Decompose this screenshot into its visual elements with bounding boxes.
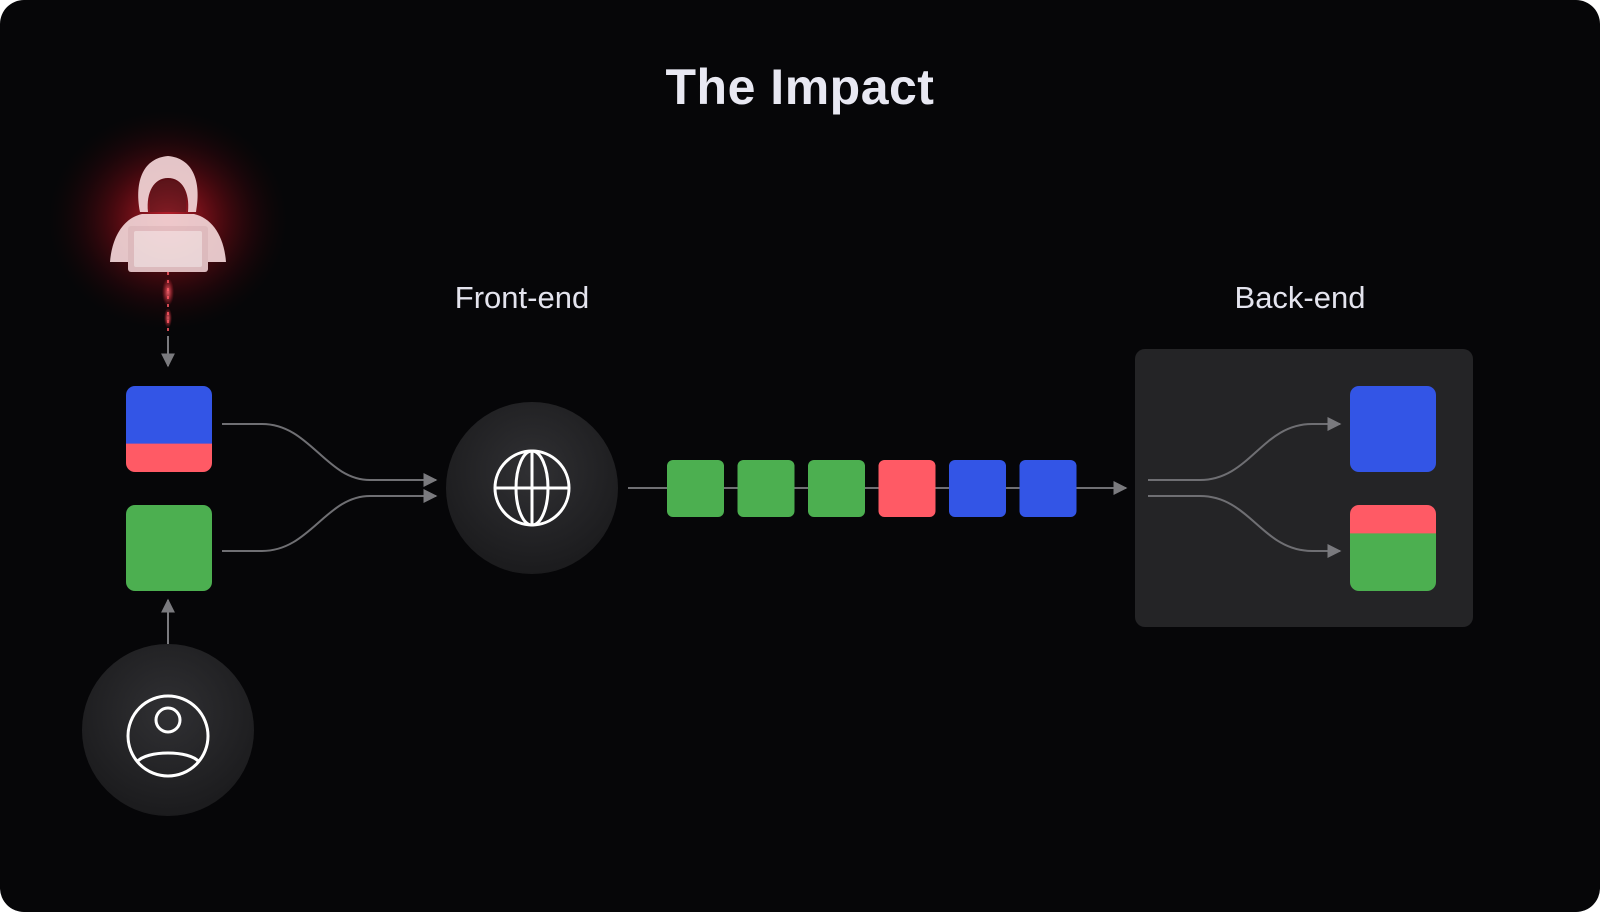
pipeline-request-5 <box>949 460 1006 517</box>
green-segment <box>1350 533 1436 591</box>
attacker-request <box>126 386 212 472</box>
red-segment <box>126 443 212 472</box>
frontend-label: Front-end <box>454 280 590 315</box>
connector-backend-to-request-2 <box>1148 495 1342 558</box>
red-segment <box>1350 505 1436 535</box>
globe-icon <box>493 449 571 527</box>
frontend-server <box>446 402 618 574</box>
blue-segment <box>126 386 212 445</box>
hooded-hacker-icon <box>110 156 226 272</box>
backend-received-requests <box>1350 386 1436 591</box>
user-request-block <box>126 505 212 591</box>
request-pipeline <box>667 460 1077 517</box>
attacker-request-block <box>126 386 212 472</box>
connector-attacker-to-frontend <box>222 423 438 487</box>
beam-spark <box>164 308 172 328</box>
connector-user-to-frontend <box>222 489 438 552</box>
beam-spark <box>162 278 174 306</box>
pipeline-request-4 <box>878 460 936 517</box>
pipeline-request-2 <box>737 460 795 517</box>
user-avatar-icon <box>126 694 210 778</box>
attacker <box>48 110 288 368</box>
user-request <box>126 505 212 591</box>
connector-backend-to-request-1 <box>1148 417 1342 481</box>
pipeline-request-3 <box>808 460 865 517</box>
user-disc <box>82 644 254 816</box>
green-segment <box>126 505 212 591</box>
diagram-title: The Impact <box>665 59 935 115</box>
pipeline-request-6 <box>1019 460 1077 517</box>
backend-request-2 <box>1350 505 1436 591</box>
backend-label: Back-end <box>1234 280 1366 315</box>
backend-request-1 <box>1350 386 1436 472</box>
user <box>82 598 254 816</box>
pipeline-request-1 <box>667 460 724 517</box>
blue-segment <box>1350 386 1436 472</box>
